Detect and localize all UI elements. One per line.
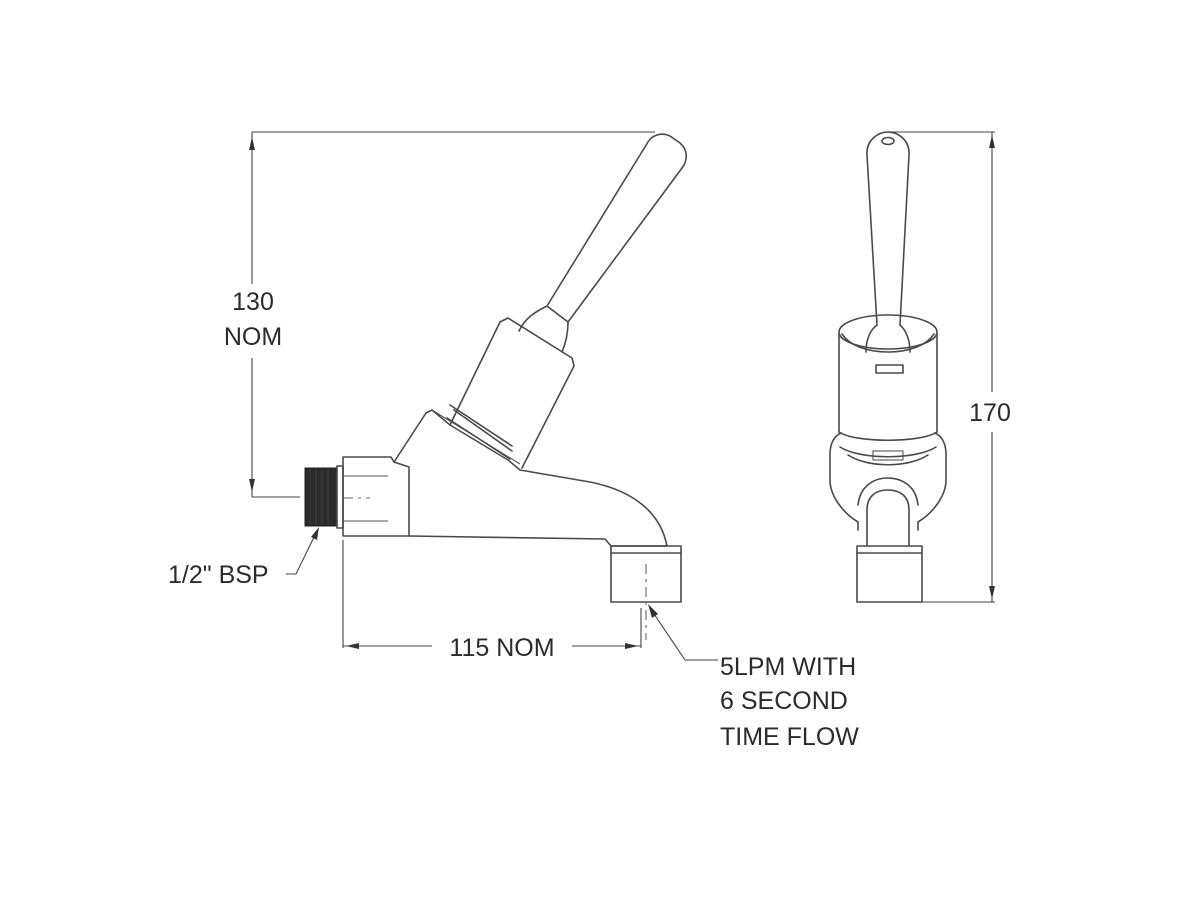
overall-height-value: 170 [969, 399, 1011, 427]
inlet-callout: 1/2" BSP [168, 527, 319, 589]
height-dimension: 130 NOM [224, 131, 655, 498]
height-unit-label: NOM [224, 323, 282, 351]
flow-callout: 5LPM WITH 6 SECOND TIME FLOW [648, 604, 859, 751]
front-view: 170 [829, 131, 1011, 603]
flow-label-line3: TIME FLOW [720, 723, 859, 751]
reach-dimension: 115 NOM [342, 540, 642, 662]
valve-housing [446, 305, 575, 469]
lever-handle [546, 133, 688, 323]
flow-label-line2: 6 SECOND [720, 687, 848, 715]
side-view: 130 NOM 115 NOM 1/2" BSP 5LPM WITH 6 SEC… [168, 131, 859, 751]
height-value: 130 [232, 288, 274, 316]
overall-height-dimension: 170 [888, 131, 1011, 603]
inlet-thread [304, 465, 344, 529]
spout-outlet [610, 545, 682, 640]
front-spout-outlet [856, 545, 923, 603]
inlet-thread-label: 1/2" BSP [168, 561, 269, 589]
flow-label-line1: 5LPM WITH [720, 653, 856, 681]
tap-body [342, 409, 682, 640]
front-valve-housing [829, 314, 947, 547]
reach-label: 115 NOM [449, 634, 554, 662]
front-lever-handle [866, 131, 910, 326]
